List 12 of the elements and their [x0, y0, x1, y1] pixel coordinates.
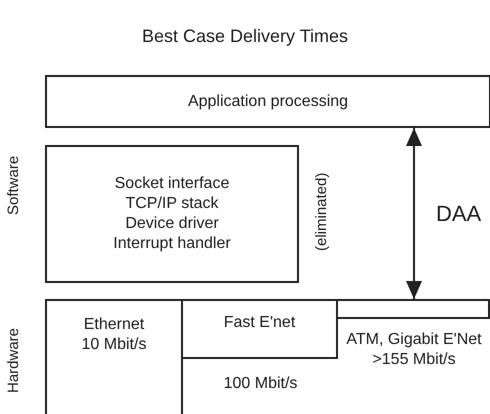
side-note: (eliminated)	[312, 172, 331, 254]
side-label: Software	[4, 154, 23, 217]
process-box: Application processing	[45, 75, 490, 128]
double-arrow	[406, 128, 422, 299]
speed-label: 100 Mbit/s	[222, 374, 298, 394]
process-box: Fast E'net	[181, 299, 338, 359]
network-label: ATM, Gigabit E'Net >155 Mbit/s	[345, 330, 483, 370]
empty-box	[336, 299, 490, 319]
diagram-title: Best Case Delivery Times	[140, 26, 350, 47]
process-box: Ethernet 10 Mbit/s	[45, 299, 183, 414]
process-box: Socket interface TCP/IP stack Device driver Interrupt handler	[45, 145, 299, 283]
side-label: Hardware	[4, 326, 23, 395]
